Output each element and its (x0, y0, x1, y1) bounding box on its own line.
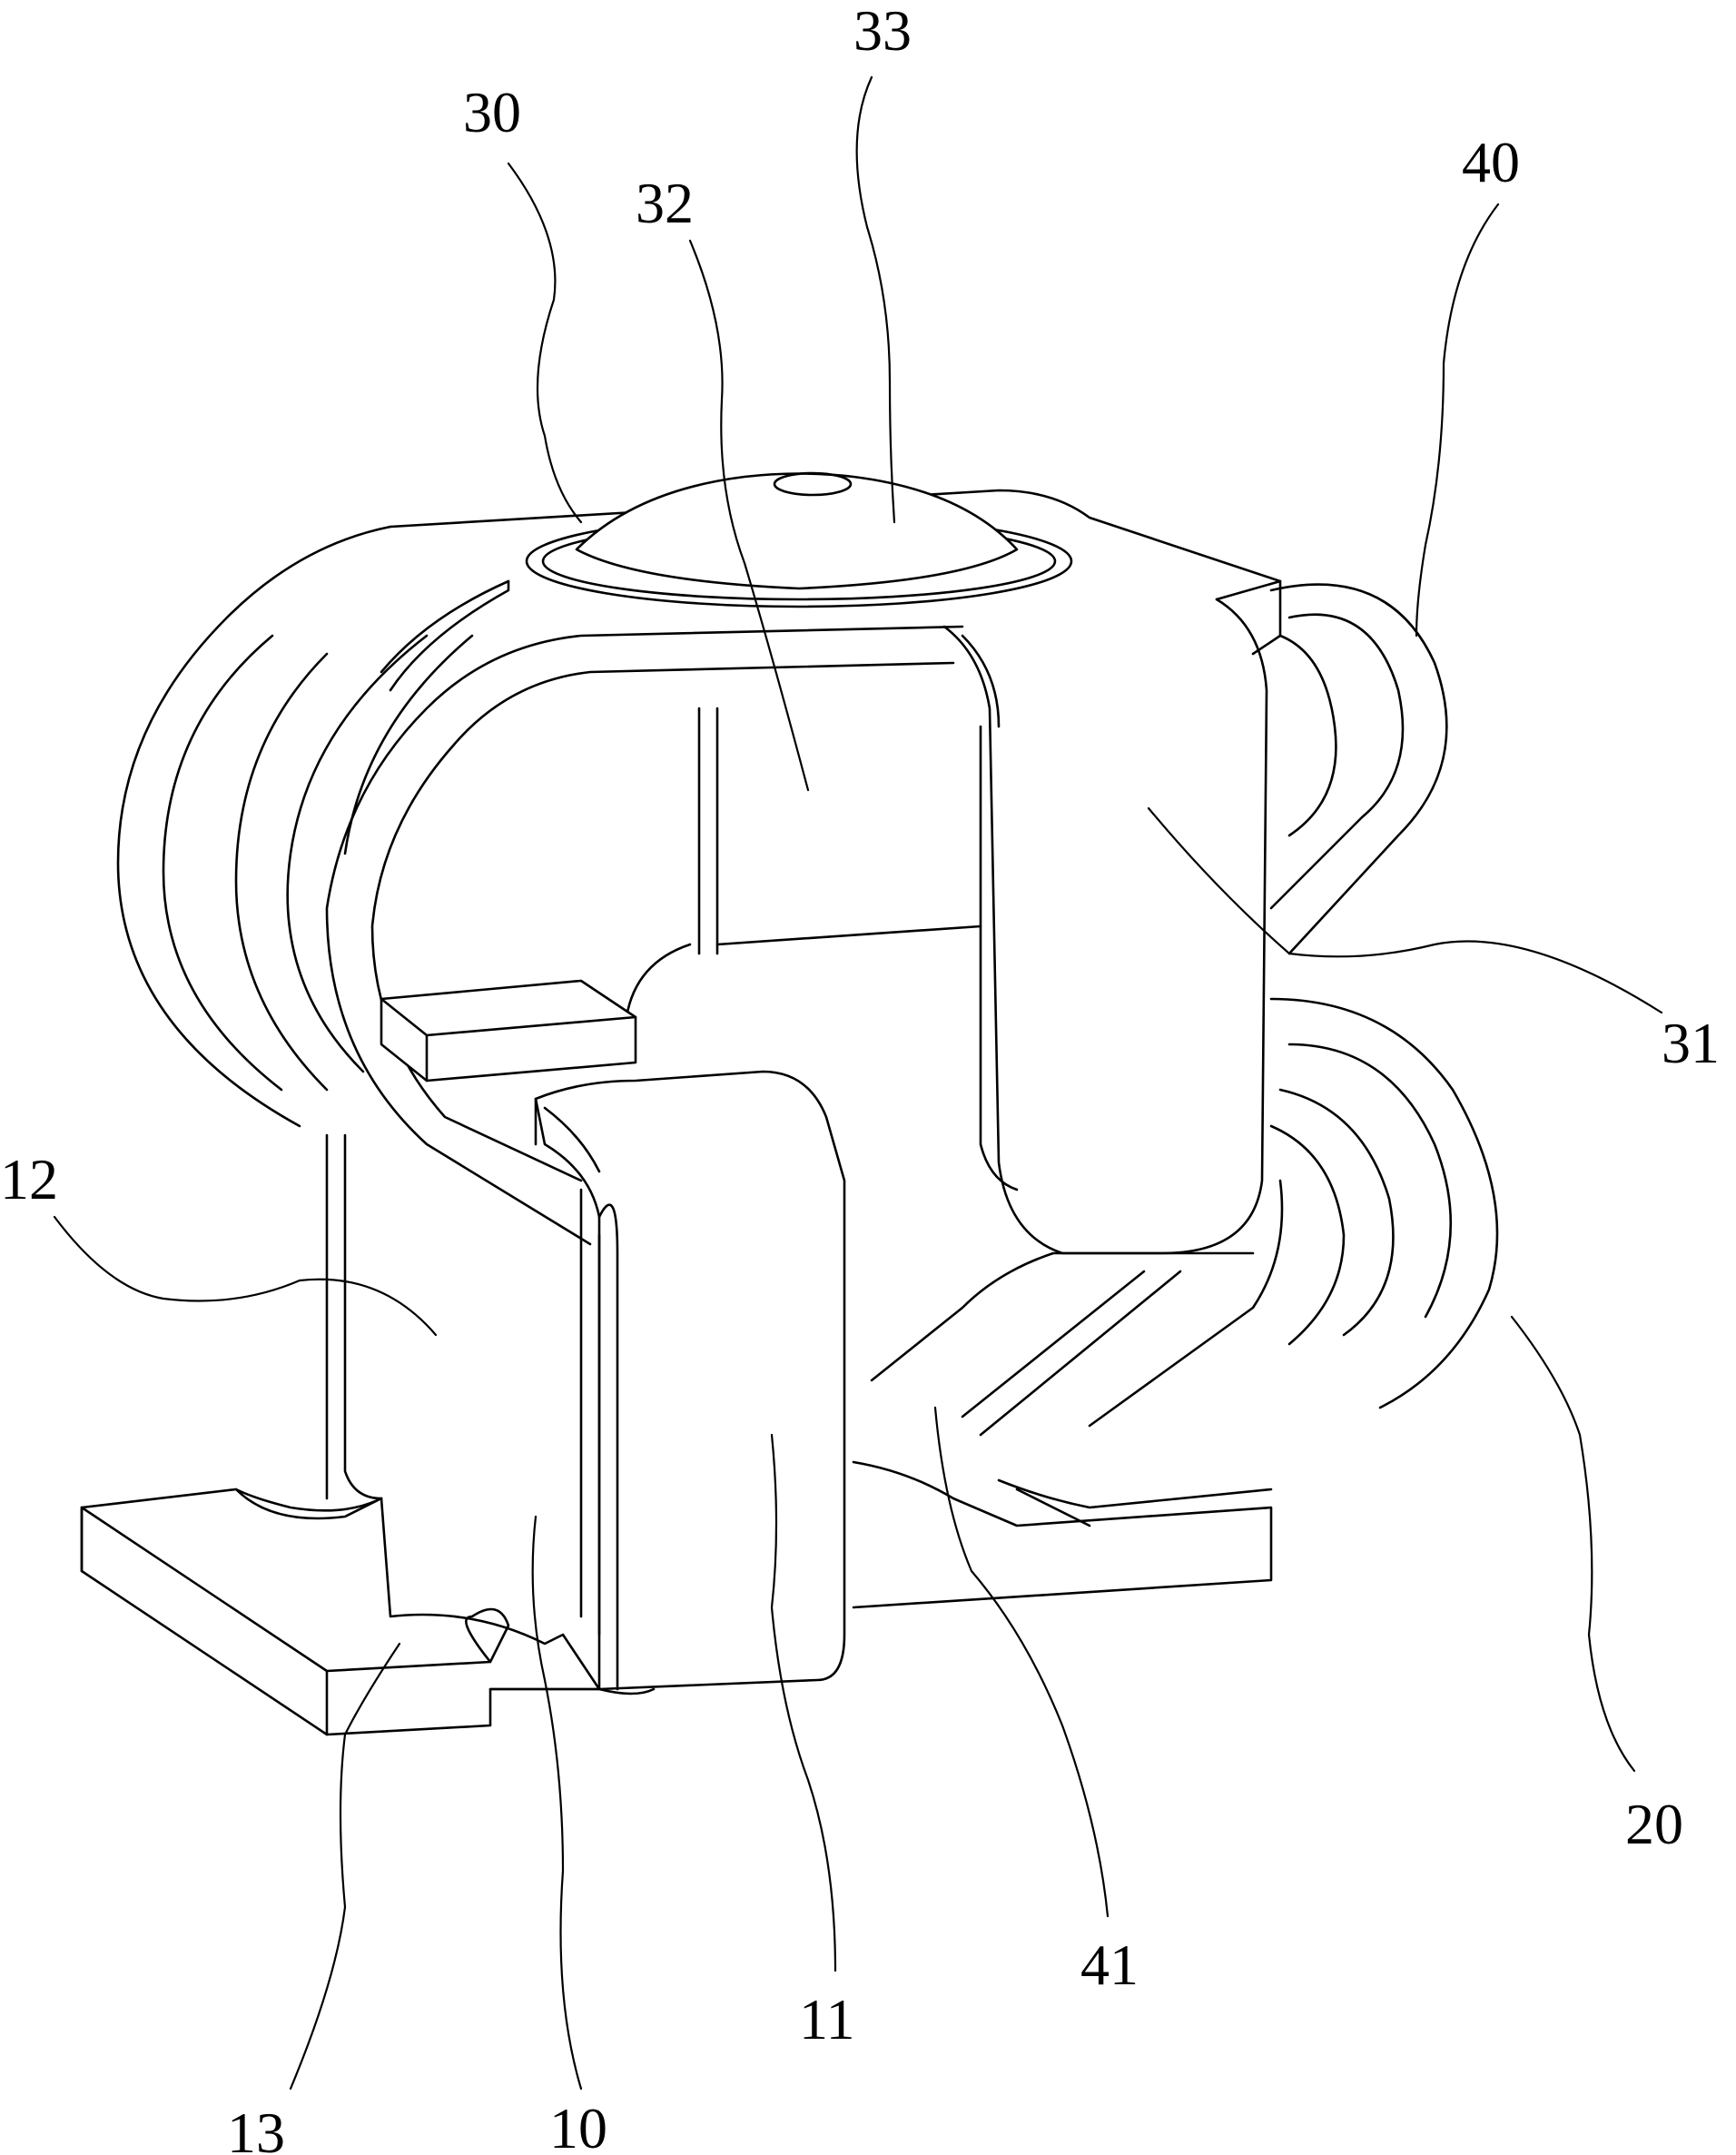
ref-label-11: 11 (799, 1987, 855, 2051)
ref-label-12: 12 (0, 1147, 58, 1211)
ref-label-31: 31 (1662, 1011, 1720, 1075)
ref-label-32: 32 (636, 171, 694, 235)
ref-label-40: 40 (1462, 130, 1520, 194)
leader-33 (855, 75, 896, 524)
ref-label-30: 30 (463, 80, 521, 144)
right-coil-40 (997, 583, 1499, 1509)
left-block-10 (234, 1133, 601, 1636)
top-bar (380, 979, 637, 1082)
base-plate-13 (80, 1488, 656, 1736)
strap-31 (942, 579, 1282, 1255)
lower-right-base (852, 1251, 1273, 1609)
leader-11 (770, 1433, 837, 1972)
leader-41 (933, 1406, 1110, 1918)
ref-label-20: 20 (1625, 1792, 1683, 1856)
component-drawing (80, 471, 1499, 1736)
leader-20 (1510, 1315, 1636, 1773)
leader-32 (688, 239, 810, 792)
leader-lines (53, 75, 1663, 2091)
leader-13 (289, 1642, 401, 2091)
inner-wall-32 (625, 707, 982, 1019)
leader-30 (507, 162, 583, 524)
dome-33 (525, 471, 1073, 608)
leader-12 (53, 1215, 438, 1337)
top-frame-30 (116, 489, 1282, 1246)
leader-10 (531, 1515, 583, 2091)
leader-40 (1415, 203, 1500, 638)
ref-label-41: 41 (1080, 1933, 1139, 1997)
ref-label-33: 33 (853, 0, 912, 63)
central-strap-11 (534, 1070, 846, 1691)
leader-31 (1147, 806, 1663, 1014)
ref-label-13: 13 (227, 2101, 285, 2155)
ref-label-10: 10 (549, 2096, 607, 2155)
